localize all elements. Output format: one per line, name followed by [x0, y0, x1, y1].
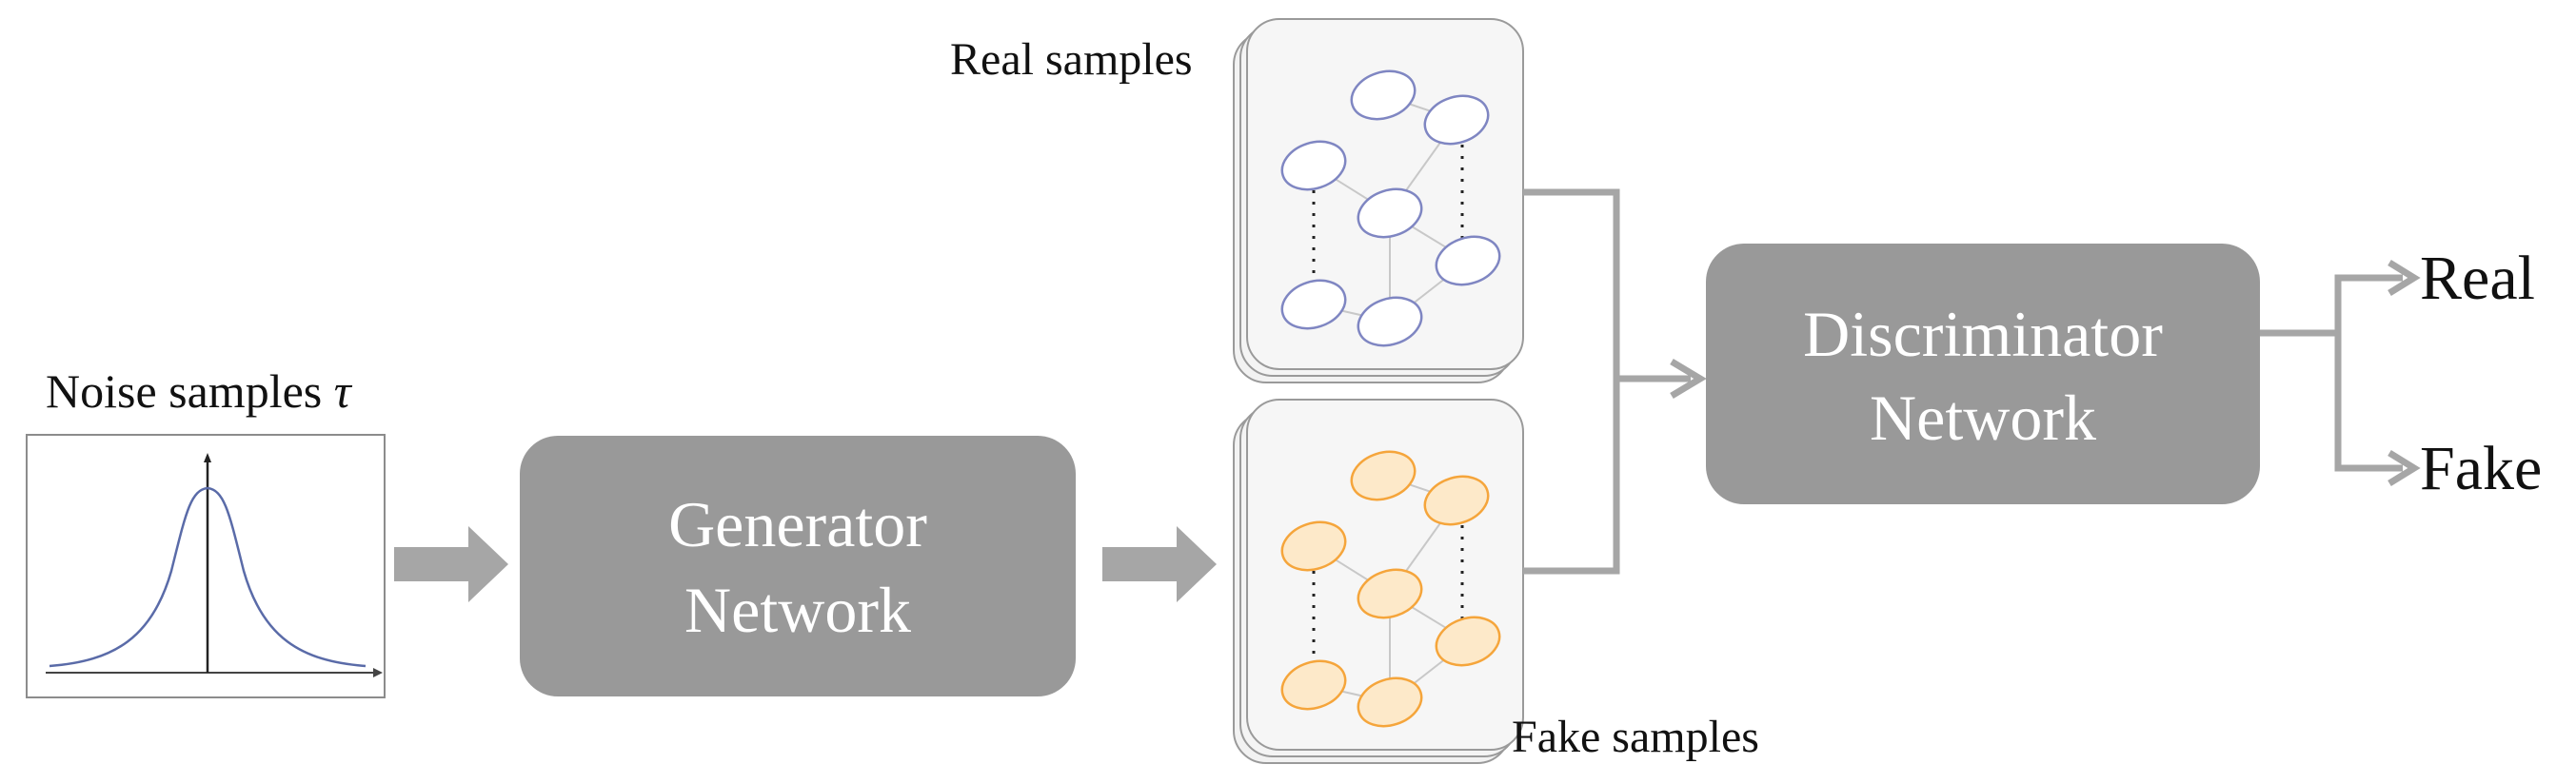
output-fake-arrowhead — [2388, 450, 2421, 486]
noise-plot-frame — [26, 434, 386, 698]
output-real-label: Real — [2420, 244, 2535, 313]
noise-plot-y-arrowhead — [204, 453, 211, 462]
noise-samples-label: Noise samples τ — [46, 364, 353, 418]
discriminator-label-line1: Discriminator — [1803, 298, 2163, 370]
discriminator-network-box: Discriminator Network — [1706, 244, 2260, 504]
real-samples-card — [1233, 18, 1524, 383]
real-graph-nodes — [1280, 69, 1501, 347]
fake-graph-nodes — [1280, 450, 1501, 728]
generator-network-box: Generator Network — [520, 436, 1076, 696]
fake-samples-label: Fake samples — [1512, 712, 1759, 762]
real-samples-label: Real samples — [950, 34, 1193, 85]
noise-distribution-curve — [49, 486, 367, 668]
fake-samples-card — [1233, 399, 1524, 764]
arrow-generator-to-fake — [1102, 526, 1217, 602]
output-real-arrowhead — [2388, 260, 2421, 296]
connector-samples-to-discriminator — [1523, 188, 1691, 575]
noise-symbol: τ — [334, 364, 353, 418]
generator-label-line2: Network — [684, 574, 911, 646]
noise-plot-x-arrowhead — [373, 668, 383, 677]
arrow-noise-to-generator — [394, 526, 508, 602]
connector-discriminator-outputs — [2260, 274, 2403, 472]
noise-plot — [26, 434, 386, 698]
discriminator-label-line2: Network — [1870, 382, 2096, 454]
connector-discriminator-arrowhead — [1670, 358, 1707, 400]
output-fake-label: Fake — [2420, 434, 2542, 503]
generator-label-line1: Generator — [668, 488, 927, 560]
